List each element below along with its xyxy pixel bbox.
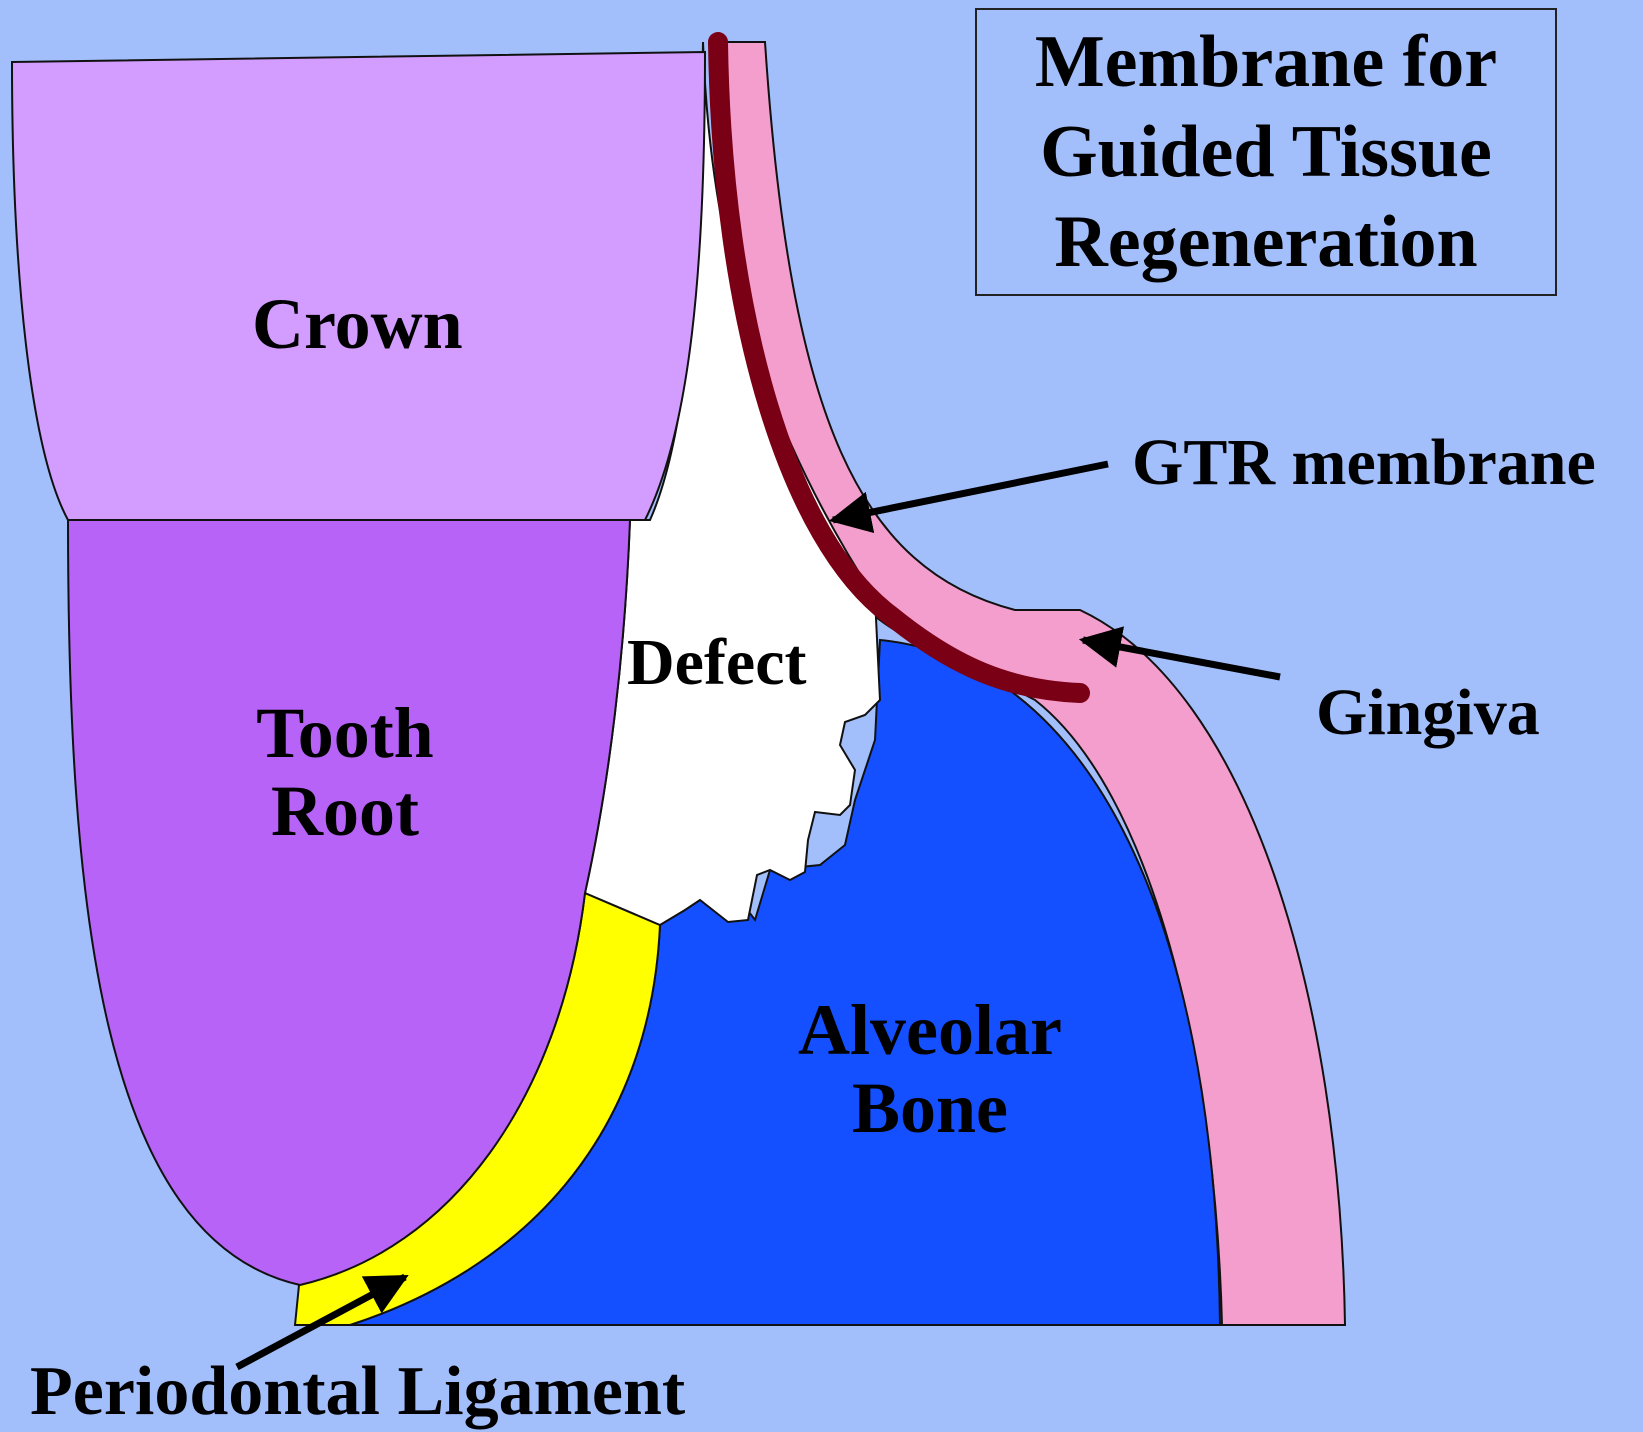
- title-line-3: Regeneration: [1054, 197, 1477, 287]
- tooth-root-label-line-1: Tooth: [240, 697, 450, 769]
- title-line-2: Guided Tissue: [1040, 107, 1492, 197]
- title-box: Membrane for Guided Tissue Regeneration: [975, 8, 1557, 296]
- defect-label: Defect: [627, 630, 807, 696]
- alveolar-bone-label-line-2: Bone: [790, 1072, 1070, 1144]
- gingiva-label: Gingiva: [1316, 680, 1540, 746]
- gtr-membrane-label: GTR membrane: [1132, 430, 1596, 496]
- tooth-root-label-line-2: Root: [240, 775, 450, 847]
- periodontal-ligament-label: Periodontal Ligament: [30, 1357, 685, 1427]
- crown-label: Crown: [252, 288, 463, 360]
- gtr-membrane-arrow: [833, 464, 1108, 520]
- alveolar-bone-label-line-1: Alveolar: [790, 994, 1070, 1066]
- title-line-1: Membrane for: [1035, 17, 1497, 107]
